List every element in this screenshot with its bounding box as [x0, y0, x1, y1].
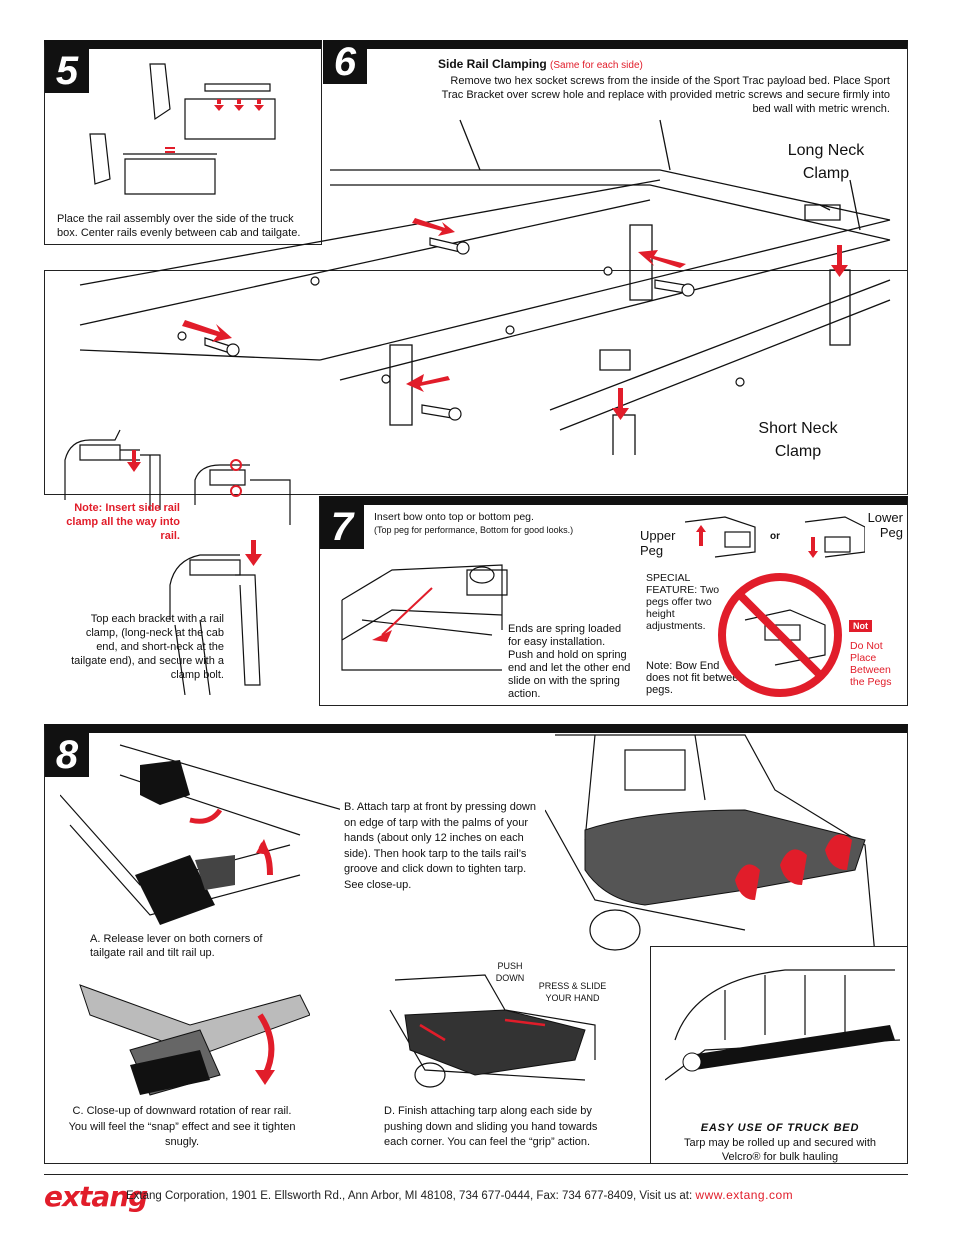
- step-7-intro-note: (Top peg for performance, Bottom for goo…: [374, 525, 574, 535]
- bracket-instructions: Top each bracket with a rail clamp, (lon…: [71, 613, 224, 681]
- step-8d-text: D. Finish attaching tarp along each side…: [384, 1105, 598, 1148]
- step-6-body: Remove two hex socket screws from the in…: [441, 75, 890, 115]
- step-number: 6: [323, 40, 367, 84]
- short-neck-clamp-label: Short Neck Clamp: [758, 420, 838, 460]
- spring-ends-text: Ends are spring loaded for easy installa…: [508, 623, 631, 700]
- step-number: 8: [45, 733, 89, 777]
- special-feature-heading: SPECIAL FEATURE: Two pegs offer two heig…: [646, 572, 720, 632]
- extang-logo: extang: [44, 1180, 148, 1213]
- step-5-panel: 5 Place the rail assembly over the side …: [44, 40, 322, 245]
- step-8a-text: A. Release lever on both corners of tail…: [90, 933, 263, 959]
- push-down-label: PUSH DOWN: [495, 961, 525, 983]
- step-7-intro: Insert bow onto top or bottom peg.: [374, 511, 534, 523]
- insert-clamp-note: Note: Insert side rail clamp all the way…: [66, 502, 180, 542]
- step-5-caption: Place the rail assembly over the side of…: [57, 213, 301, 239]
- no-symbol-icon: [718, 573, 842, 697]
- easy-use-text: Tarp may be rolled up and secured with V…: [684, 1137, 876, 1163]
- step-number: 7: [320, 505, 364, 549]
- tailgate-rail-corner-illustration: [60, 744, 340, 925]
- press-slide-label: PRESS & SLIDE YOUR HAND: [538, 981, 607, 1003]
- bow-install-illustration: [341, 564, 508, 671]
- step-number: 5: [45, 49, 89, 93]
- do-not-place-warning: Do Not Place Between the Pegs: [850, 640, 892, 688]
- footer-contact: Extang Corporation, 1901 E. Ellsworth Rd…: [126, 1188, 793, 1202]
- footer-address: Extang Corporation, 1901 E. Ellsworth Rd…: [126, 1190, 693, 1202]
- step-7-panel: 7: [319, 496, 908, 706]
- upper-peg-label: Upper Peg: [640, 528, 676, 558]
- not-badge: Not: [849, 620, 872, 632]
- rear-rail-closeup-illustration: [79, 984, 310, 1096]
- bow-end-note: Note: Bow End does not fit between pegs.: [646, 660, 745, 696]
- rolled-tarp-illustration: [665, 969, 900, 1081]
- footer-divider: [44, 1174, 908, 1175]
- lower-peg-label: Lower Peg: [867, 510, 903, 540]
- truck-bed-clamp-illustration: [79, 119, 891, 455]
- footer-website-link[interactable]: www.extang.com: [695, 1188, 794, 1202]
- step-6-title: Side Rail Clamping (Same for each side): [438, 57, 643, 71]
- rail-placement-illustration: [89, 63, 276, 195]
- step-8b-text: B. Attach tarp at front by pressing down…: [344, 801, 536, 891]
- special-feature-text: SPECIAL FEATURE: Two pegs offer two heig…: [646, 572, 720, 632]
- or-label: or: [770, 531, 780, 542]
- long-neck-clamp-label: Long Neck Clamp: [787, 142, 865, 182]
- step-6-lower-frame: [44, 270, 908, 495]
- truck-tarp-front-illustration: [545, 734, 876, 955]
- easy-use-title: EASY USE OF TRUCK BED: [700, 1122, 860, 1134]
- truck-tarp-side-illustration: [389, 974, 596, 1088]
- step-8c-text: C. Close-up of downward rotation of rear…: [68, 1105, 296, 1148]
- rail-clamp-insert-illustration: [64, 429, 291, 695]
- peg-closeup-illustration: [685, 516, 865, 558]
